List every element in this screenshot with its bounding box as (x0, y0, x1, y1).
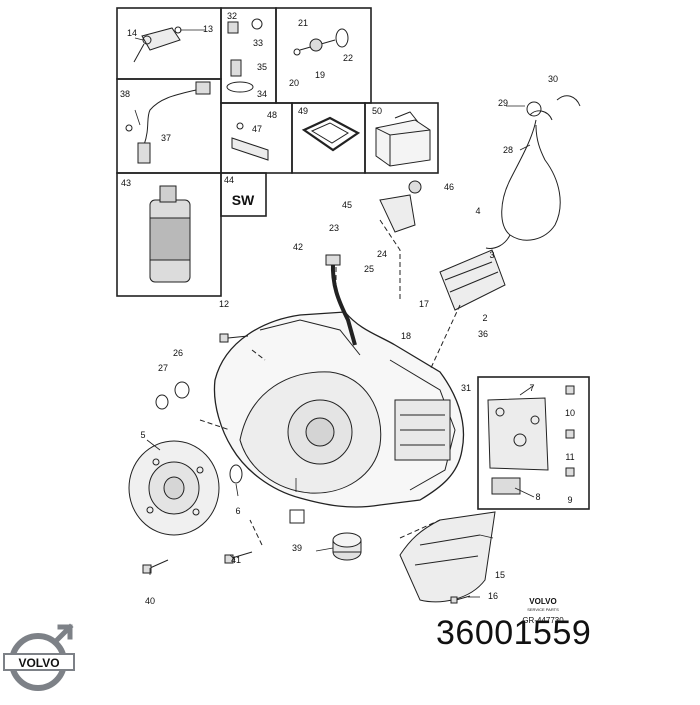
valve-assembly-2-3 (439, 249, 506, 311)
logo-wordmark: VOLVO (18, 656, 59, 670)
bolt-41 (224, 551, 253, 564)
callout-43: 43 (121, 178, 131, 188)
sensor-cable-37 (125, 81, 211, 164)
bolt-16 (450, 595, 471, 604)
logo-arrow (52, 623, 74, 645)
callout-15: 15 (495, 570, 505, 580)
callout-labels: 1234567891011121314151617181920212223242… (120, 11, 575, 606)
callout-27: 27 (158, 363, 168, 373)
callout-32: 32 (227, 11, 237, 21)
inset-box-valve (477, 376, 590, 510)
callout-31: 31 (461, 383, 471, 393)
wire-harness-28 (485, 95, 581, 249)
seal-26 (174, 381, 190, 399)
callout-16: 16 (488, 591, 498, 601)
callout-4: 4 (475, 206, 480, 216)
callout-3: 3 (489, 250, 494, 260)
sensor-part-35 (226, 59, 254, 93)
callout-25: 25 (364, 264, 374, 274)
callout-24: 24 (377, 249, 387, 259)
o-ring-27 (155, 394, 169, 410)
bracket-45 (379, 180, 422, 233)
bolts-9-11 (565, 385, 575, 477)
callout-8: 8 (535, 492, 540, 502)
bolt-40 (142, 559, 169, 574)
kit-box-part-50 (375, 111, 431, 167)
inset-box-50 (364, 102, 439, 174)
callout-42: 42 (293, 242, 303, 252)
callout-41: 41 (231, 555, 241, 565)
callout-28: 28 (503, 145, 513, 155)
valve-body-7 (487, 397, 549, 495)
callout-17: 17 (419, 299, 429, 309)
callout-48: 48 (267, 110, 277, 120)
callout-34: 34 (257, 89, 267, 99)
filler-pipe-23 (325, 254, 357, 346)
part-1-box (289, 509, 305, 524)
callout-38: 38 (120, 89, 130, 99)
callout-11: 11 (565, 452, 574, 462)
callout-40: 40 (145, 596, 155, 606)
inset-box-43 (116, 172, 222, 297)
callout-7: 7 (529, 383, 534, 393)
oil-bottle-part-43 (149, 185, 191, 283)
oil-pan-15 (399, 511, 496, 603)
bracket-part-13 (133, 26, 182, 63)
callout-23: 23 (329, 223, 339, 233)
callout-9: 9 (567, 495, 572, 505)
callout-46: 46 (444, 182, 454, 192)
callout-20: 20 (289, 78, 299, 88)
plug-39 (332, 532, 362, 561)
footer-drawing-ref: GR-447730 (522, 616, 564, 625)
callout-14: 14 (127, 28, 137, 38)
inset-box-44 (220, 172, 267, 217)
sw-label: SW (232, 192, 255, 208)
callout-10: 10 (565, 408, 575, 418)
shaft-part-19 (293, 28, 349, 56)
bolt-12 (219, 333, 249, 343)
bolt-part-32 (227, 18, 263, 34)
callout-37: 37 (161, 133, 171, 143)
gasket-part-49 (301, 116, 361, 152)
inset-box-19-22 (275, 7, 372, 104)
callout-36: 36 (478, 329, 488, 339)
callout-35: 35 (257, 62, 267, 72)
callout-44: 44 (224, 175, 234, 185)
bracket-part-47 (231, 122, 269, 161)
volvo-logo: VOLVO (0, 603, 80, 693)
callout-12: 12 (219, 299, 229, 309)
transmission-housing (213, 311, 465, 508)
callout-21: 21 (298, 18, 308, 28)
callout-22: 22 (343, 53, 353, 63)
callout-39: 39 (292, 543, 302, 553)
torque-converter-5 (128, 440, 220, 536)
callout-50: 50 (372, 106, 382, 116)
callout-18: 18 (401, 331, 411, 341)
footer-brand: VOLVO (529, 597, 556, 606)
callout-30: 30 (548, 74, 558, 84)
callout-2: 2 (482, 313, 487, 323)
callout-49: 49 (298, 106, 308, 116)
callout-29: 29 (498, 98, 508, 108)
logo-bar (3, 653, 75, 671)
part-number: 36001559 (436, 614, 592, 652)
seal-6 (229, 464, 243, 484)
callout-5: 5 (140, 430, 145, 440)
callout-26: 26 (173, 348, 183, 358)
callout-6: 6 (235, 506, 240, 516)
callout-19: 19 (315, 70, 325, 80)
footer-service-parts: SERVICE PARTS (527, 607, 559, 612)
callout-13: 13 (203, 24, 213, 34)
callout-33: 33 (253, 38, 263, 48)
callout-45: 45 (342, 200, 352, 210)
callout-47: 47 (252, 124, 262, 134)
